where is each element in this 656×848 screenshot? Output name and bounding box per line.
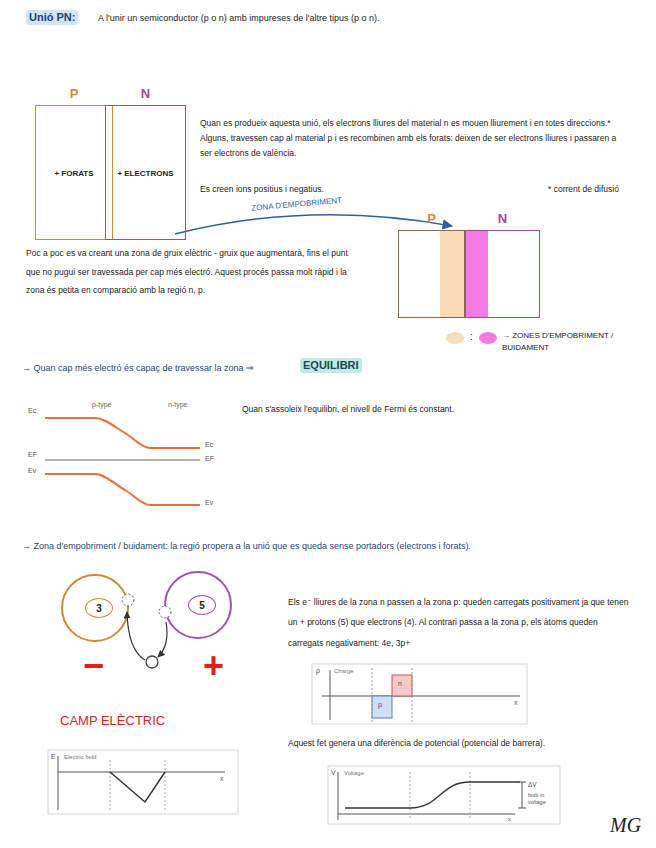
note-text: → Quan cap més electró és capaç de trave… (22, 362, 254, 374)
note-text: Ec (205, 440, 213, 449)
note-text: Voltage (344, 769, 364, 777)
atom-orbit (165, 572, 231, 638)
region-name: P (399, 211, 464, 226)
note-text: CAMP ELÈCTRIC (60, 712, 165, 730)
depletion-band-n (465, 231, 488, 317)
note-text: built-in voltage (528, 792, 558, 807)
semiconductor-region: P+ FORATS (35, 105, 113, 240)
note-text: x (514, 698, 518, 707)
proton-count: 5 (189, 600, 215, 611)
carrier-note: + ELECTRONS (106, 168, 185, 177)
fermi-level (45, 459, 200, 461)
note-text: ρ (316, 666, 320, 675)
note-text: A l'unir un semiconductor (p o n) amb im… (98, 12, 380, 24)
note-text: Unió PN: (26, 10, 78, 25)
note-text: n (398, 679, 402, 688)
note-text: → Zona d'empobriment / buidament: la reg… (22, 540, 637, 552)
note-text: Ec (28, 406, 36, 415)
charge-block (392, 675, 412, 696)
note-text: EF (28, 450, 37, 459)
axis (58, 772, 225, 773)
axis (338, 814, 515, 815)
charge-block (372, 696, 392, 718)
energy-band (45, 474, 200, 505)
note-text: n-type (168, 400, 187, 409)
note-text: p-type (92, 400, 111, 409)
note-text: Aquest fet genera una diferència de pote… (288, 738, 633, 749)
note-text: EF (205, 454, 214, 463)
plot-frame (48, 750, 238, 814)
note-text: Electric field (64, 753, 96, 761)
pointer-arrow (175, 215, 452, 234)
electron-path (158, 622, 167, 657)
axis (338, 772, 339, 820)
legend-swatch (446, 332, 464, 344)
voltage-curve (345, 782, 520, 808)
plot-frame (328, 766, 560, 824)
depletion-band-p (440, 231, 465, 317)
delta-v-bracket (518, 782, 526, 783)
dashed-guide (470, 772, 471, 820)
note-text: V (331, 768, 336, 777)
note-text: p (378, 700, 382, 709)
semiconductor-region: P (398, 230, 465, 318)
axis (58, 756, 59, 810)
semiconductor-region: N+ ELECTRONS (105, 105, 186, 240)
axis (322, 696, 520, 697)
electron (146, 656, 158, 668)
region-name: N (106, 86, 185, 101)
note-text: − (83, 648, 104, 684)
energy-band (45, 418, 200, 448)
note-text: x (508, 815, 511, 823)
note-text: ZONA D'EMPOBRIMENT (248, 196, 345, 215)
electron-path (127, 612, 145, 660)
delta-v-bracket (518, 808, 526, 809)
note-text: EQUILIBRI (300, 358, 362, 373)
note-text: Quan es produeix aquesta unió, els elect… (200, 116, 625, 161)
dashed-guide (410, 772, 411, 820)
field-curve (110, 772, 165, 802)
atom-orbit (62, 575, 128, 641)
region-name: P (36, 86, 112, 101)
legend-swatch (479, 332, 497, 344)
region-name: N (466, 211, 539, 226)
note-text: Ev (205, 498, 213, 507)
note-text: E (51, 752, 56, 761)
hole (159, 606, 171, 618)
note-text: x (220, 774, 224, 783)
note-text: Es creen ions positius i negatius. (200, 184, 324, 195)
note-text: Els e⁻ lliures de la zona n passen a la … (288, 592, 633, 653)
note-text: * corrent de difusió (548, 184, 619, 195)
note-text: Quan s'assoleix l'equilibri, el nivell d… (242, 404, 632, 415)
axis (330, 670, 331, 720)
note-text: + (203, 648, 224, 684)
note-text: MG (610, 812, 641, 839)
semiconductor-region: N (465, 230, 540, 318)
proton-count: 3 (86, 603, 112, 614)
atom-nucleus: 5 (188, 595, 216, 615)
carrier-note: + FORATS (36, 168, 112, 177)
dashed-guide (165, 760, 166, 810)
note-text: Ev (28, 466, 36, 475)
note-text: Poc a poc es va creant una zona de gruix… (26, 244, 361, 300)
delta-v-bracket (522, 782, 523, 808)
legend-text: → ZONES D'EMPOBRIMENT / BUIDAMENT (502, 330, 622, 354)
note-text: : (470, 330, 473, 344)
plot-frame (312, 664, 527, 724)
hole (122, 594, 134, 606)
dashed-guide (110, 760, 111, 810)
note-text: ΔV (528, 781, 537, 790)
atom-nucleus: 3 (85, 598, 113, 618)
note-text: Charge (334, 667, 354, 675)
